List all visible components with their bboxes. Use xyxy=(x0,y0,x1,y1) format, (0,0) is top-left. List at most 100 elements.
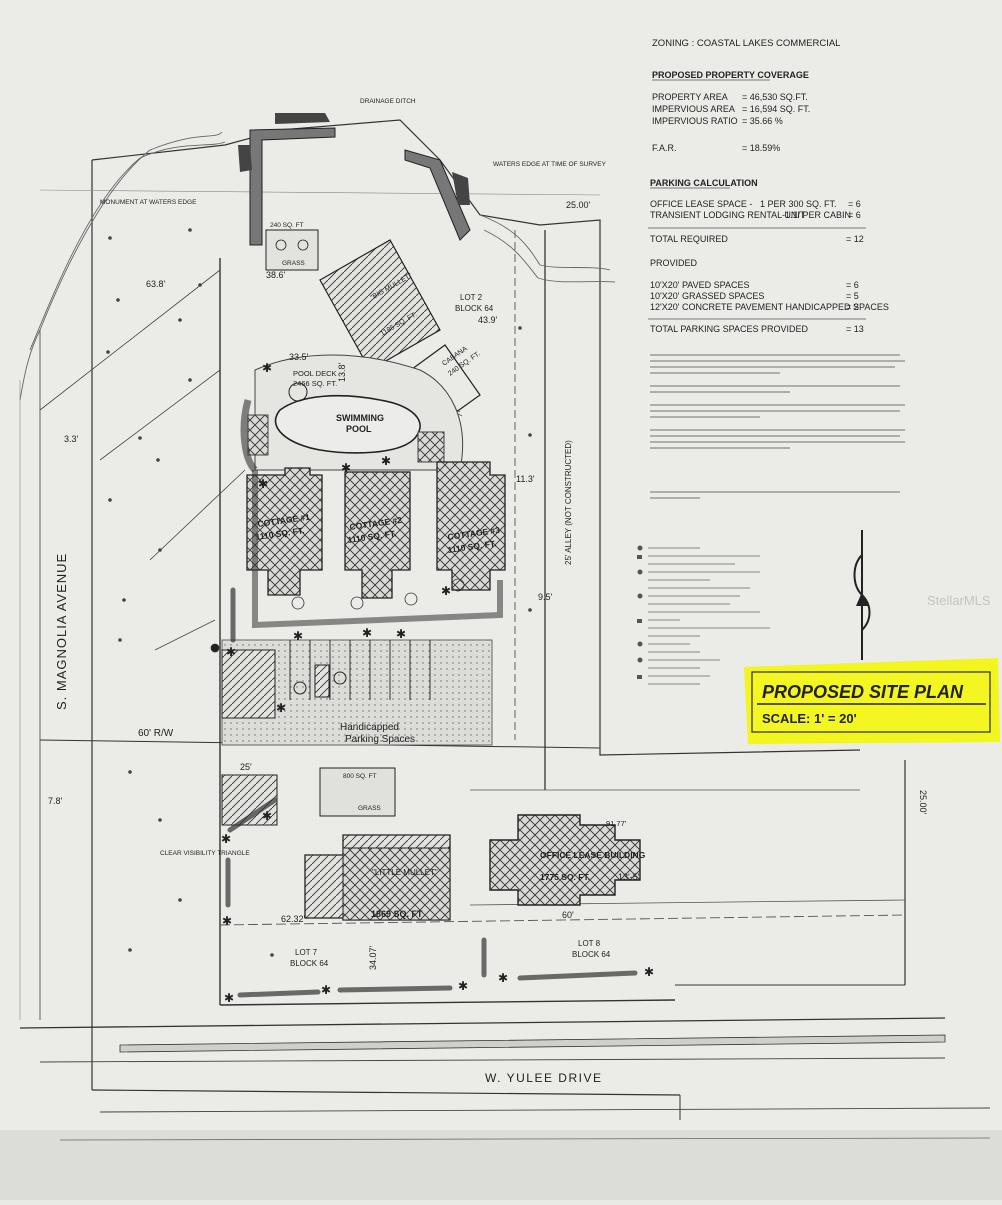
svg-text:✱: ✱ xyxy=(262,809,272,823)
coverage-label: IMPERVIOUS RATIO xyxy=(652,116,738,126)
dim-95: 9.5' xyxy=(538,592,553,602)
coverage-value: = 35.66 % xyxy=(742,116,783,126)
zoning-label: ZONING : COASTAL LAKES COMMERCIAL xyxy=(652,38,840,49)
magnolia-street-label: S. MAGNOLIA AVENUE xyxy=(54,553,69,710)
cottage-2: COTTAGE #2 1110 SQ. FT. xyxy=(344,471,411,599)
coverage-table: PROPOSED PROPERTY COVERAGE PROPERTY AREA… xyxy=(652,70,810,153)
lot7-block-label: BLOCK 64 xyxy=(290,959,329,968)
north-arrow-icon xyxy=(853,530,871,660)
symbol-legend xyxy=(648,547,770,685)
grass-800-label: 800 SQ. FT xyxy=(343,773,377,780)
svg-text:✱: ✱ xyxy=(396,627,406,641)
provided-label: 10'X20' PAVED SPACES xyxy=(650,280,749,290)
dim-78: 7.8' xyxy=(48,796,63,806)
shoreline xyxy=(19,131,616,401)
boardwalk xyxy=(252,470,503,629)
rw-label: 60' R/W xyxy=(138,728,174,739)
lot8-block-label: BLOCK 64 xyxy=(572,950,611,959)
coverage-value: = 16,594 SQ. FT. xyxy=(742,104,810,114)
parking-row-label: OFFICE LEASE SPACE - xyxy=(650,199,752,209)
dim-439: 43.9' xyxy=(478,315,498,325)
stamp-scale: SCALE: 1' = 20' xyxy=(762,711,857,726)
svg-text:✱: ✱ xyxy=(276,701,286,715)
office-lease-building: OFFICE LEASE BUILDING 1775 SQ. FT. xyxy=(489,814,646,906)
zoning-block: ZONING : COASTAL LAKES COMMERCIAL xyxy=(652,38,840,49)
coverage-value: = 18.59% xyxy=(742,143,780,153)
svg-text:✱: ✱ xyxy=(224,991,234,1005)
svg-text:✱: ✱ xyxy=(262,361,272,375)
dim-6232: 62.32' xyxy=(281,914,306,924)
handicapped-label-1: Handicapped xyxy=(340,722,399,733)
coverage-label: PROPERTY AREA xyxy=(652,92,728,102)
svg-text:✱: ✱ xyxy=(441,584,451,598)
provided-label: 12'X20' CONCRETE PAVEMENT HANDICAPPED SP… xyxy=(650,302,889,312)
cottage-3: COTTAGE #3 1110 SQ. FT. xyxy=(436,461,506,591)
survey-points xyxy=(106,228,532,957)
monument-label: MONUMENT AT WATERS EDGE xyxy=(100,199,197,206)
dim-25-right: 25.00' xyxy=(918,790,928,815)
parking-heading: PARKING CALCULATION xyxy=(650,178,758,188)
dim-113: 11.3' xyxy=(516,474,535,484)
tree-symbols xyxy=(210,578,465,653)
provided-heading: PROVIDED xyxy=(650,258,698,268)
svg-text:✱: ✱ xyxy=(222,914,232,928)
dim-335: 33.5' xyxy=(289,352,309,362)
provided-value: = 6 xyxy=(846,280,859,290)
svg-text:✱: ✱ xyxy=(258,477,268,491)
yulee-street-label: W. YULEE DRIVE xyxy=(485,1071,602,1085)
pool-label-1: SWIMMING xyxy=(336,413,384,423)
lot8-label: LOT 8 xyxy=(578,939,601,948)
dim-638: 63.8' xyxy=(146,279,166,289)
little-mullet-label: "LITTLE MULLET" xyxy=(372,868,438,877)
parking-row-value: = 6 xyxy=(848,199,861,209)
coverage-label: IMPERVIOUS AREA xyxy=(652,104,735,114)
watermark-text: StellarMLS xyxy=(927,593,991,608)
svg-text:✱: ✱ xyxy=(341,461,351,475)
grass-240-label: 240 SQ. FT xyxy=(270,222,304,229)
alley-label: 25' ALLEY (NOT CONSTRUCTED) xyxy=(564,440,573,565)
clear-visibility-label: CLEAR VISIBILITY TRIANGLE xyxy=(160,850,250,857)
dim-3407: 34.07' xyxy=(368,945,378,970)
svg-text:✱: ✱ xyxy=(458,979,468,993)
swimming-pool: SWIMMING POOL xyxy=(247,382,445,463)
pool-label-2: POOL xyxy=(346,424,372,434)
handicapped-label-2: Parking Spaces xyxy=(345,734,415,745)
total-required-value: = 12 xyxy=(846,234,864,244)
pool-deck-area: 2466 SQ. FT. xyxy=(293,379,337,388)
grass-area-240: 240 SQ. FT GRASS xyxy=(265,222,319,271)
dim-33: 3.3' xyxy=(64,434,79,444)
svg-text:✱: ✱ xyxy=(498,971,508,985)
coverage-heading: PROPOSED PROPERTY COVERAGE xyxy=(652,70,809,80)
grass-label: GRASS xyxy=(282,260,305,267)
waters-edge-label: WATERS EDGE AT TIME OF SURVEY xyxy=(493,161,607,168)
svg-text:✱: ✱ xyxy=(362,626,372,640)
parking-row-label: TRANSIENT LODGING RENTAL UNIT xyxy=(650,210,806,220)
dim-60: 60' xyxy=(562,910,574,920)
dim-138: 13.8' xyxy=(337,362,347,382)
svg-text:✱: ✱ xyxy=(293,629,303,643)
office-lease-label: OFFICE LEASE BUILDING xyxy=(540,850,646,860)
total-provided-label: TOTAL PARKING SPACES PROVIDED xyxy=(650,324,809,334)
total-required-label: TOTAL REQUIRED xyxy=(650,234,728,244)
legal-description-block xyxy=(650,354,905,499)
block64-label: BLOCK 64 xyxy=(455,304,494,313)
grass-label-2: GRASS xyxy=(358,805,381,812)
cottage-1: COTTAGE #1 1110 SQ. FT. xyxy=(246,467,323,596)
easement-lines xyxy=(39,269,246,651)
little-mullet-area: 1869 SQ. FT xyxy=(371,909,423,919)
dim-9177: 91.77' xyxy=(606,819,627,828)
big-mullet-building: "BIG MULLET" 1185 SQ. FT. xyxy=(319,239,441,371)
dim-135: 13'-5" xyxy=(618,872,641,882)
coverage-value: = 46,530 SQ.FT. xyxy=(742,92,808,102)
parking-row-value: = 6 xyxy=(848,210,861,220)
provided-value: = 2 xyxy=(846,302,859,312)
parking-area: Handicapped Parking Spaces xyxy=(221,639,493,746)
dim-25-ft: 25' xyxy=(240,762,252,772)
hedges xyxy=(225,587,638,998)
dim-386: 38.6' xyxy=(266,270,286,280)
svg-text:✱: ✱ xyxy=(644,965,654,979)
site-plan-stamp: PROPOSED SITE PLAN SCALE: 1' = 20' xyxy=(744,658,1000,744)
parking-table: PARKING CALCULATION OFFICE LEASE SPACE -… xyxy=(648,178,889,334)
